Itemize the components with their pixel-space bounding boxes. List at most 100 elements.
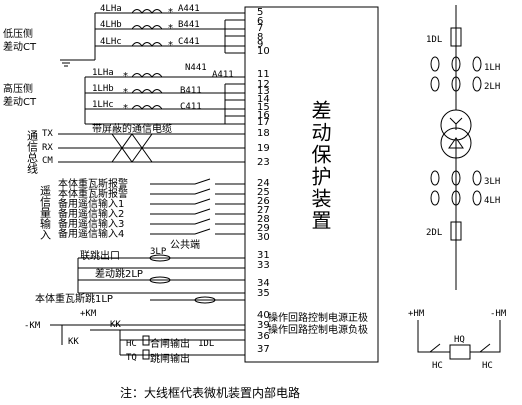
remote-signal-input: 本体重瓦斯报警: [58, 177, 128, 190]
high-ct-row-1: 1LHa: [92, 68, 114, 78]
terminal-number: 30: [257, 232, 270, 243]
remote-signal-label: 遥信量输入: [39, 185, 52, 240]
comm-lines: [58, 133, 245, 163]
signal-switch: [150, 228, 245, 235]
signal-switch: [150, 178, 245, 185]
low-ct-phase-3: C441: [178, 37, 200, 47]
polarity-star: *: [168, 23, 173, 34]
signal-switch: [150, 218, 245, 225]
terminal-number: 7: [257, 23, 263, 34]
close-hq: HQ: [454, 335, 465, 345]
neg-supply-label: 操作回路控制电源负极: [268, 323, 368, 336]
terminal-number: 34: [257, 278, 270, 289]
low-ct-label-1: 低压侧: [3, 27, 33, 40]
pos-supply-label: 操作回路控制电源正极: [268, 311, 368, 324]
low-ct-row-3: 4LHc: [100, 37, 122, 47]
terminal-number: 11: [257, 69, 270, 80]
close-hc1: HC: [432, 361, 443, 371]
high-ct-row-3: 1LHc: [92, 100, 114, 110]
terminal-numbers: 5678910111213141516171819232425262728293…: [257, 7, 270, 355]
low-ct-row-2: 4LHb: [100, 20, 122, 30]
high-ct-phase-3: C411: [180, 102, 202, 112]
comm-rx: RX: [42, 143, 53, 153]
terminal-number: 25: [257, 187, 270, 198]
remote-signal-input: 备用遥信输入4: [58, 227, 124, 240]
high-ct-phase-2: B411: [180, 86, 202, 96]
polarity-star: *: [168, 40, 173, 51]
lp3-label: 3LP: [150, 247, 167, 257]
single-line-diagram: [430, 5, 482, 290]
close-hc2: HC: [482, 361, 493, 371]
note: 注：大线框代表微机装置内部电路: [120, 385, 300, 400]
high-ct-label-1: 高压侧: [3, 82, 33, 95]
terminal-number: 18: [257, 128, 270, 139]
terminal-number: 5: [257, 7, 263, 18]
diff-trip-label: 差动跳2LP: [95, 267, 143, 280]
signal-switch: [150, 188, 245, 195]
close-neg: -HM: [490, 309, 507, 319]
remote-signal-input: 备用遥信输入3: [58, 217, 124, 230]
low-ct-phase-2: B441: [178, 20, 200, 30]
signal-switch: [150, 198, 245, 205]
km-pos: +KM: [80, 309, 97, 319]
sl-1dl: 1DL: [426, 35, 442, 45]
remote-signal-input: 备用遥信输入2: [58, 207, 124, 220]
comm-cable-label: 带屏蔽的通信电缆: [92, 122, 172, 135]
polarity-star: *: [123, 71, 128, 82]
terminal-number: 33: [257, 260, 270, 271]
close-out-label: 合闸输出: [150, 337, 190, 350]
terminal-number: 35: [257, 288, 270, 299]
high-ct-extra: N441: [185, 63, 207, 73]
remote-signal-input: 备用遥信输入1: [58, 197, 124, 210]
low-ct-label-2: 差动CT: [3, 40, 37, 53]
terminal-number: 19: [257, 143, 270, 154]
body-trip-label: 本体重瓦斯跳1LP: [35, 292, 113, 305]
comm-tx: TX: [42, 129, 53, 139]
close-pos: +HM: [408, 309, 425, 319]
kk-label-2: KK: [110, 320, 121, 330]
output-wiring: [77, 254, 245, 304]
high-ct-block: [84, 73, 245, 125]
dl-label: 1DL: [198, 339, 214, 349]
terminal-number: 15: [257, 102, 270, 113]
remote-signal-inputs: 本体重瓦斯报警本体重瓦斯报警备用遥信输入1备用遥信输入2备用遥信输入3备用遥信输…: [58, 177, 245, 240]
sl-3lh: 3LH: [484, 177, 500, 187]
terminal-number: 24: [257, 178, 270, 189]
common-label: 公共端: [170, 238, 200, 251]
terminal-number: 6: [257, 16, 263, 27]
polarity-star: *: [168, 7, 173, 18]
device-label: 差动保护装置: [308, 100, 332, 232]
terminal-number: 40: [257, 310, 270, 321]
terminal-number: 27: [257, 205, 270, 216]
terminal-number: 37: [257, 344, 270, 355]
high-ct-label-2: 差动CT: [3, 95, 37, 108]
tq-label: TQ: [126, 353, 137, 363]
comm-cm: CM: [42, 156, 53, 166]
sl-2lh: 2LH: [484, 82, 500, 92]
sl-4lh: 4LH: [484, 196, 500, 206]
signal-switch: [150, 208, 245, 215]
remote-signal-input: 本体重瓦斯报警: [58, 187, 128, 200]
terminal-number: 29: [257, 223, 270, 234]
terminal-number: 9: [257, 39, 263, 50]
low-ct-phase-1: A441: [178, 4, 200, 14]
terminal-number: 26: [257, 196, 270, 207]
terminal-number: 14: [257, 94, 270, 105]
terminal-number: 28: [257, 214, 270, 225]
trip-output-label: 跳闸输出: [150, 352, 190, 365]
sl-2dl: 2DL: [426, 228, 442, 238]
polarity-star: *: [123, 103, 128, 114]
polarity-star: *: [123, 87, 128, 98]
terminal-number: 31: [257, 250, 270, 261]
terminal-number: 13: [257, 86, 270, 97]
terminal-number: 8: [257, 32, 263, 43]
close-circuit: [417, 320, 501, 360]
high-ct-phase-1: A411: [212, 70, 234, 80]
high-ct-row-2: 1LHb: [92, 84, 114, 94]
sl-1lh: 1LH: [484, 63, 500, 73]
hc-label: HC: [126, 339, 137, 349]
terminal-number: 12: [257, 79, 270, 90]
comm-label: 通信总线: [26, 130, 39, 174]
terminal-number: 36: [257, 331, 270, 342]
